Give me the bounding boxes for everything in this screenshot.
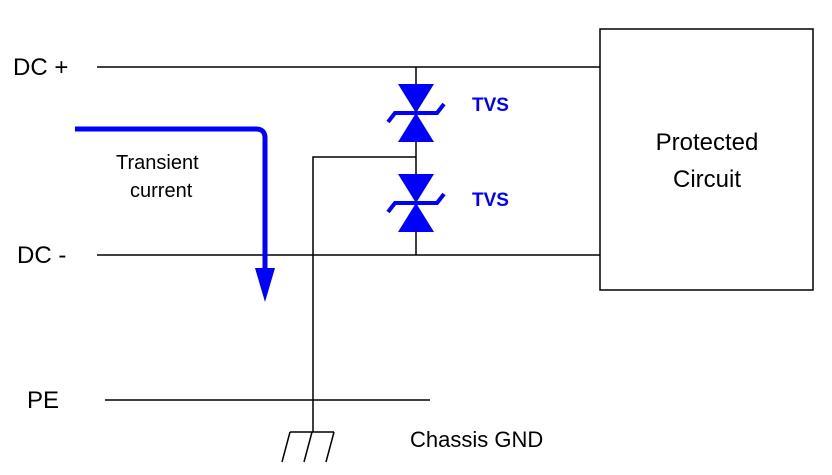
tvs-midpoint-ground-wire [312, 156, 416, 432]
transient-current-label-line2: current [130, 180, 193, 202]
tvs-diode-top-icon [386, 84, 446, 142]
chassis-gnd-label: Chassis GND [410, 427, 543, 452]
protected-circuit-box [599, 28, 814, 291]
protected-circuit-label-line2: Circuit [673, 166, 741, 193]
transient-current-arrow [75, 126, 275, 302]
transient-current-label-line1: Transient [116, 152, 199, 174]
tvs-diode-bottom-icon [386, 174, 446, 232]
protected-circuit-label-line1: Protected [656, 129, 759, 156]
dc-minus-label: DC - [17, 242, 66, 269]
pe-label: PE [27, 387, 59, 414]
wires [97, 66, 600, 432]
dc-plus-label: DC + [13, 54, 68, 81]
chassis-ground-icon [281, 431, 335, 463]
tvs-bottom-label: TVS [472, 190, 509, 211]
tvs-top-label: TVS [472, 95, 509, 116]
